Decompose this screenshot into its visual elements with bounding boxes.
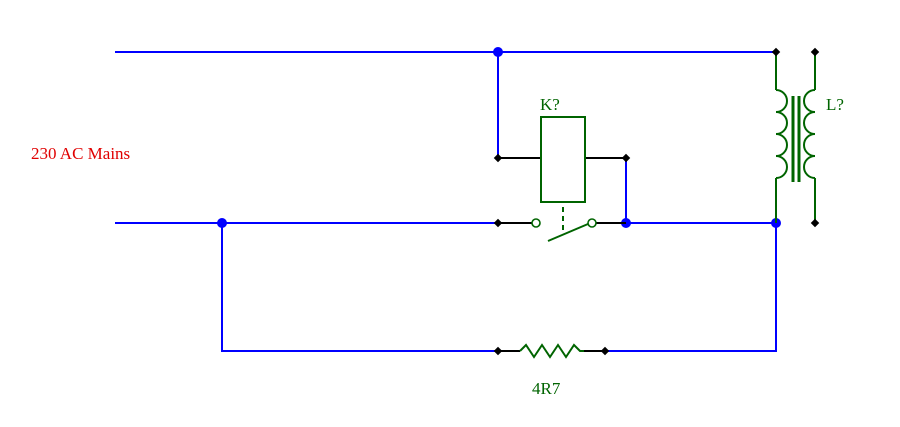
resistor-4r7: 4R7 (498, 343, 605, 398)
mains-label: 230 AC Mains (31, 144, 130, 163)
pin-marker (810, 218, 820, 228)
resistor-zigzag (519, 343, 584, 359)
transformer-secondary-winding (803, 89, 816, 179)
relay-coil-body (540, 116, 586, 203)
pin-marker (493, 153, 503, 163)
transformer-primary-winding (775, 89, 788, 179)
pin-marker (771, 47, 781, 57)
junctions (217, 47, 781, 228)
relay-k: K? (498, 95, 626, 242)
pin-marker (621, 153, 631, 163)
junction-dot (493, 47, 503, 57)
relay-contact-terminal-right (587, 218, 597, 228)
wires (115, 51, 777, 352)
pin-marker (810, 47, 820, 57)
pin-marker (493, 218, 503, 228)
transformer-l: L? (775, 52, 844, 223)
resistor-value-label: 4R7 (532, 379, 561, 398)
pin-marker (600, 346, 610, 356)
pin-marker (493, 346, 503, 356)
junction-dot (217, 218, 227, 228)
relay-designator-label: K? (540, 95, 560, 114)
relay-contact-terminal-left (531, 218, 541, 228)
relay-switch-blade (547, 223, 589, 242)
inductor-designator-label: L? (826, 95, 844, 114)
